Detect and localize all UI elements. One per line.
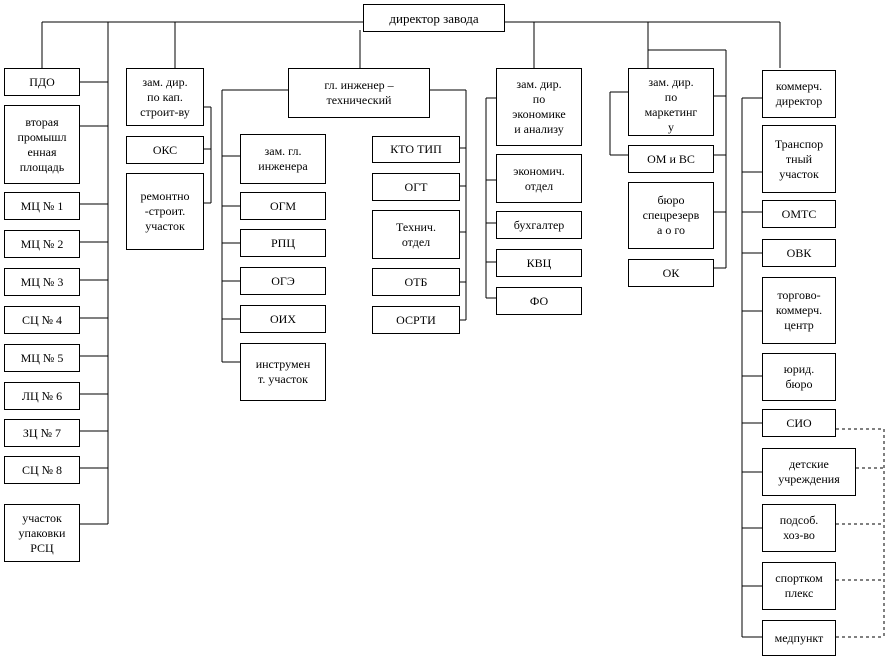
commercial-unit-box: юрид. бюро <box>762 353 836 401</box>
engineer-unit-box: ОГТ <box>372 173 460 201</box>
marketing-unit-box: ОК <box>628 259 714 287</box>
left-unit-box: МЦ № 5 <box>4 344 80 372</box>
capital-unit-box: ОКС <box>126 136 204 164</box>
economics-unit-box: бухгалтер <box>496 211 582 239</box>
marketing-deputy-box: зам. дир. по маркетинг у <box>628 68 714 136</box>
engineer-unit-box: РПЦ <box>240 229 326 257</box>
engineer-unit-box: инструмен т. участок <box>240 343 326 401</box>
economics-unit-box: ФО <box>496 287 582 315</box>
left-unit-box: вторая промышл енная площадь <box>4 105 80 184</box>
commercial-unit-box: спортком плекс <box>762 562 836 610</box>
commercial-unit-box: детские учреждения <box>762 448 856 496</box>
commercial-unit-box: подсоб. хоз-во <box>762 504 836 552</box>
left-unit-box: СЦ № 4 <box>4 306 80 334</box>
engineer-unit-box: КТО ТИП <box>372 136 460 163</box>
chief-engineer-box: гл. инженер – технический <box>288 68 430 118</box>
commercial-unit-box: ОВК <box>762 239 836 267</box>
marketing-unit-box: бюро спецрезерв а о го <box>628 182 714 249</box>
capital-unit-box: ремонтно -строит. участок <box>126 173 204 250</box>
engineer-unit-box: ОИХ <box>240 305 326 333</box>
commercial-director-box: коммерч. директор <box>762 70 836 118</box>
commercial-unit-box: Транспор тный участок <box>762 125 836 193</box>
capital-deputy-box: зам. дир. по кап. строит-ву <box>126 68 204 126</box>
engineer-unit-box: ОСРТИ <box>372 306 460 334</box>
left-unit-box: МЦ № 2 <box>4 230 80 258</box>
commercial-unit-box: СИО <box>762 409 836 437</box>
commercial-unit-box: медпункт <box>762 620 836 656</box>
left-unit-box: МЦ № 3 <box>4 268 80 296</box>
left-unit-box: ЛЦ № 6 <box>4 382 80 410</box>
left-unit-box: участок упаковки РСЦ <box>4 504 80 562</box>
left-unit-box: ЗЦ № 7 <box>4 419 80 447</box>
commercial-unit-box: ОМТС <box>762 200 836 228</box>
left-unit-box: МЦ № 1 <box>4 192 80 220</box>
engineer-unit-box: ОТБ <box>372 268 460 296</box>
left-unit-box: СЦ № 8 <box>4 456 80 484</box>
engineer-unit-box: Технич. отдел <box>372 210 460 259</box>
left-unit-box: ПДО <box>4 68 80 96</box>
director-box: директор завода <box>363 4 505 32</box>
engineer-unit-box: ОГМ <box>240 192 326 220</box>
engineer-unit-box: зам. гл. инженера <box>240 134 326 184</box>
economics-deputy-box: зам. дир. по экономике и анализу <box>496 68 582 146</box>
commercial-unit-box: торгово- коммерч. центр <box>762 277 836 344</box>
engineer-unit-box: ОГЭ <box>240 267 326 295</box>
marketing-unit-box: ОМ и ВС <box>628 145 714 173</box>
economics-unit-box: экономич. отдел <box>496 154 582 203</box>
economics-unit-box: КВЦ <box>496 249 582 277</box>
